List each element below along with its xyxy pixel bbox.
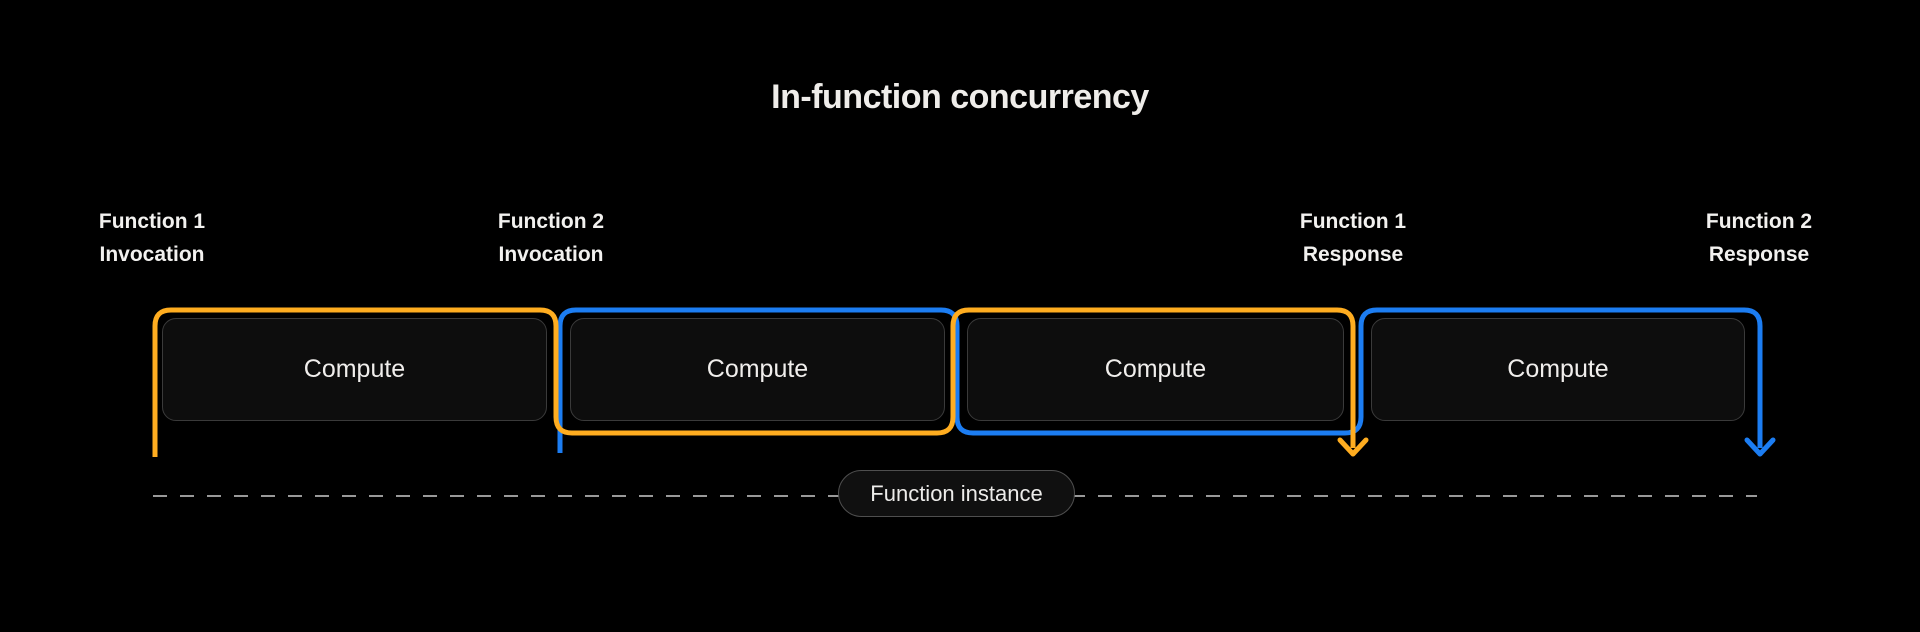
compute-box-2: Compute (570, 318, 945, 421)
function2-response-arrow-icon (1744, 437, 1776, 457)
compute-box-3-label: Compute (1104, 355, 1207, 383)
compute-box-1: Compute (162, 318, 547, 421)
function1-response-arrow-icon (1337, 437, 1369, 457)
page-title: In-function concurrency (771, 78, 1149, 116)
label-function2-response-line2: Response (1708, 243, 1810, 266)
compute-box-3: Compute (967, 318, 1344, 421)
label-function1-response-line1: Function 1 (1299, 210, 1407, 233)
label-function1-invocation: Function 1 Invocation (42, 205, 262, 271)
label-function2-invocation-line1: Function 2 (497, 210, 605, 233)
label-function1-invocation-line2: Invocation (99, 243, 205, 266)
label-function2-response: Function 2 Response (1649, 205, 1869, 271)
function-instance-badge-label: Function instance (870, 480, 1043, 506)
label-function2-response-line1: Function 2 (1705, 210, 1813, 233)
compute-box-2-label: Compute (706, 355, 809, 383)
label-function1-response: Function 1 Response (1243, 205, 1463, 271)
label-function2-invocation-line2: Invocation (498, 243, 604, 266)
function-instance-badge: Function instance (838, 470, 1075, 517)
label-function1-invocation-line1: Function 1 (98, 210, 206, 233)
compute-box-1-label: Compute (303, 355, 406, 383)
compute-box-4-label: Compute (1507, 355, 1609, 383)
label-function2-invocation: Function 2 Invocation (441, 205, 661, 271)
compute-box-4: Compute (1371, 318, 1745, 421)
label-function1-response-line2: Response (1302, 243, 1404, 266)
